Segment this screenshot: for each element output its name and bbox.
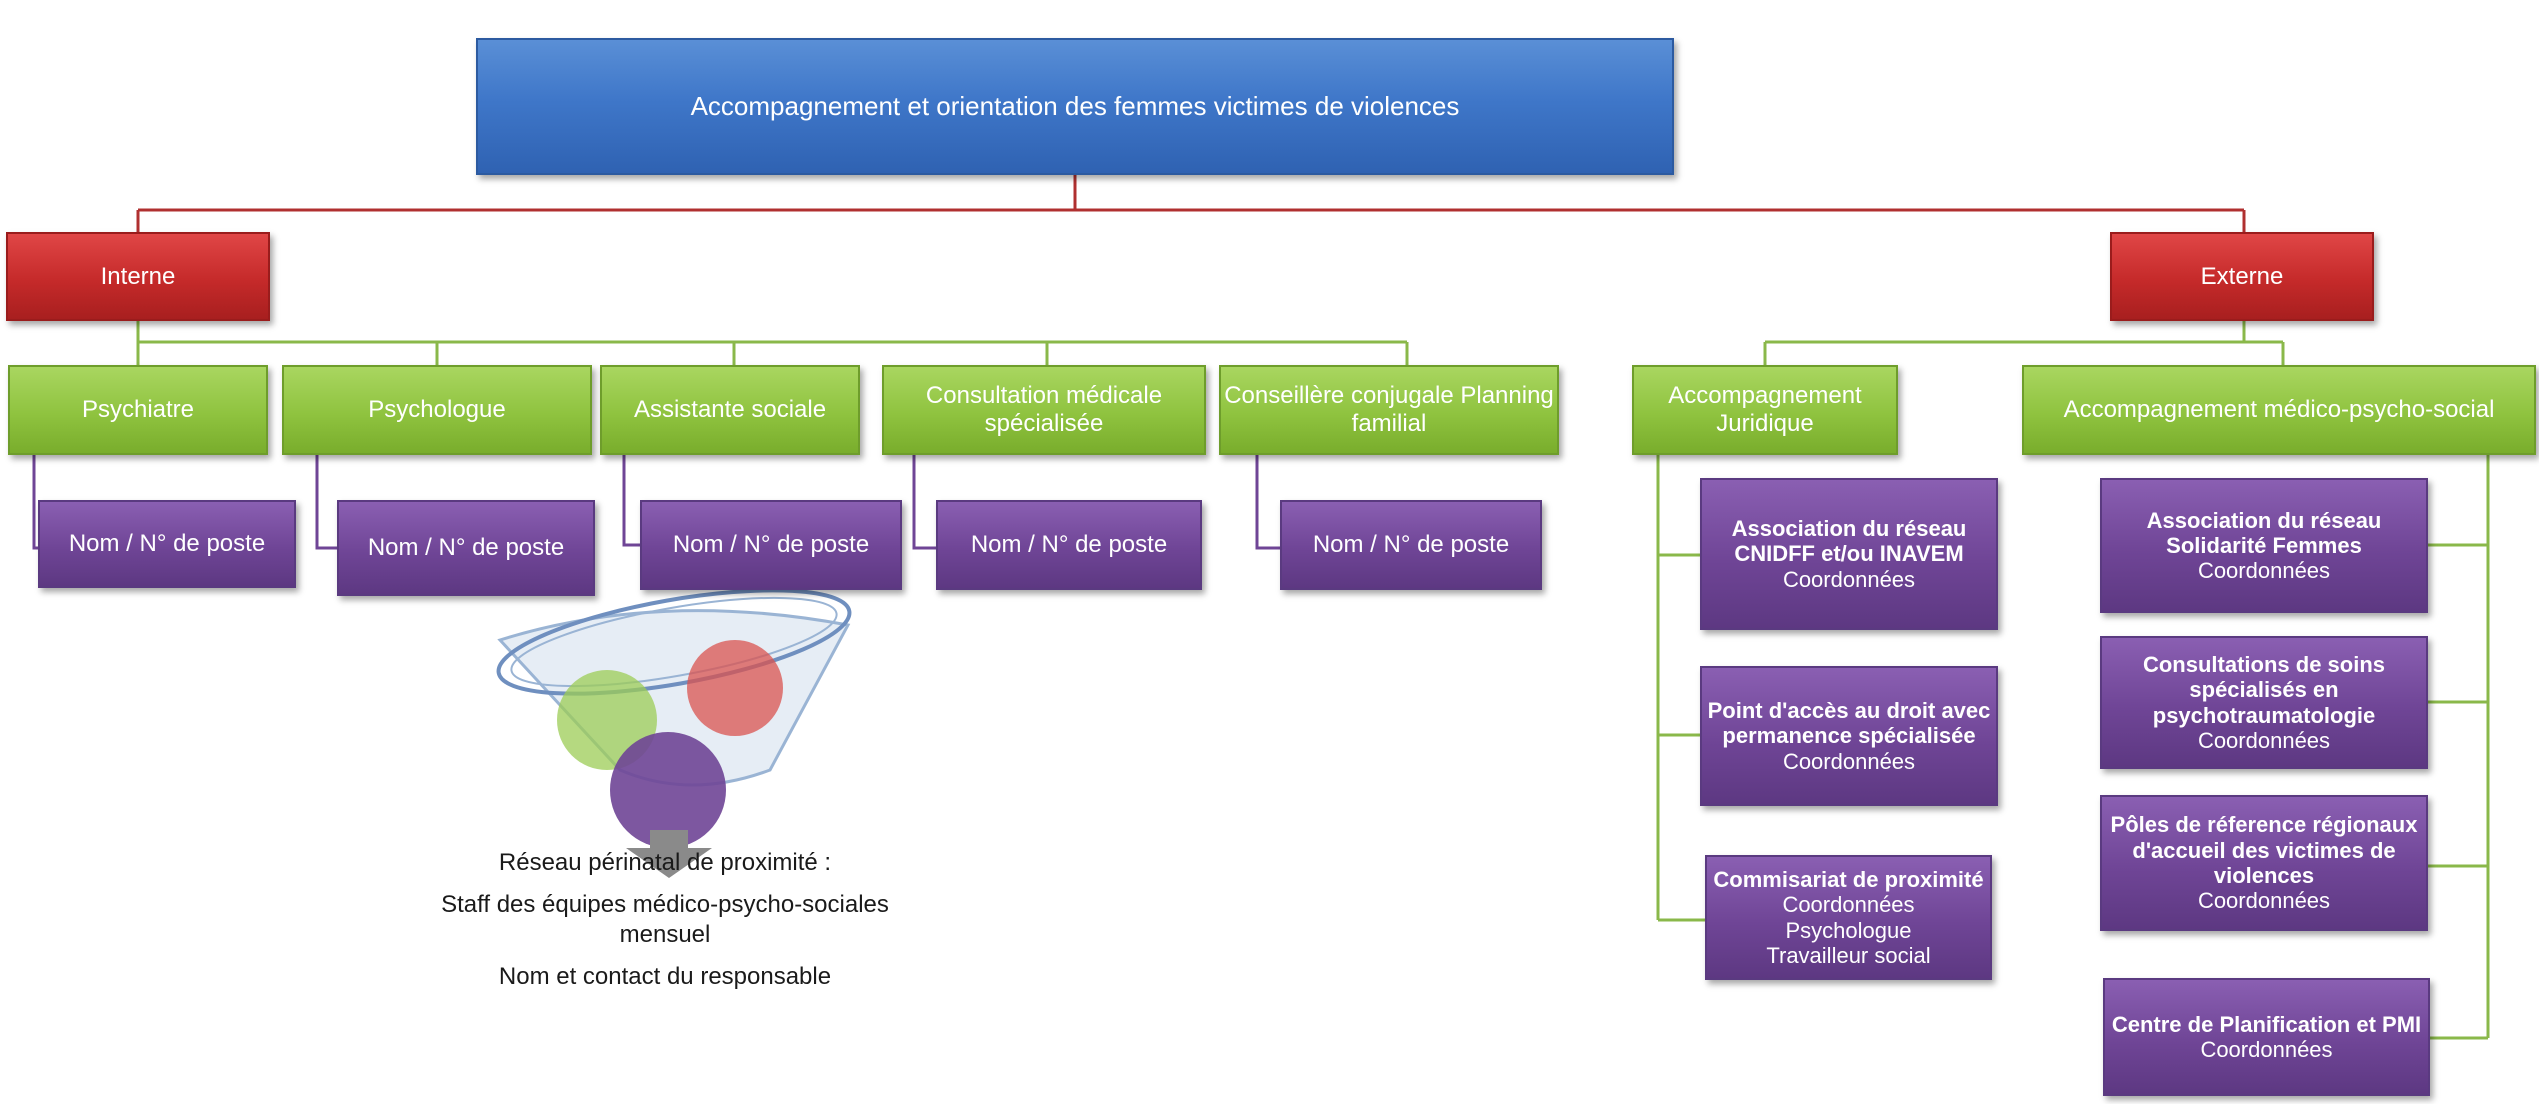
org-detail: Coordonnées	[2200, 1037, 2333, 1062]
role-label: Psychologue	[368, 396, 506, 424]
role-label: Assistante sociale	[633, 396, 827, 424]
org-name: Association du réseau CNIDFF et/ou INAVE…	[1731, 516, 1967, 567]
org-point-acces-droit: Point d'accès au droit avec permanence s…	[1700, 666, 1998, 806]
org-name: Association du réseau Solidarité Femmes	[2146, 507, 2382, 558]
branch-internal-label: Interne	[100, 262, 176, 290]
org-detail: Coordonnées	[2197, 888, 2331, 914]
group-label: Accompagnement Juridique	[1668, 382, 1862, 437]
org-detail: Coordonnées	[2197, 558, 2331, 584]
group-label: Accompagnement médico-psycho-social	[2063, 396, 2495, 424]
org-name: Commisariat de proximité	[1713, 866, 1984, 892]
org-psychotraumatologie: Consultations de soins spécialisés en ps…	[2100, 636, 2428, 769]
funnel-illustration	[496, 588, 852, 878]
network-note-contact: Nom et contact du responsable	[498, 963, 832, 990]
org-detail: Coordonnées	[1782, 566, 1916, 592]
contact-label: Nom / N° de poste	[672, 531, 870, 559]
role-psychologue: Psychologue	[282, 365, 592, 455]
title-text: Accompagnement et orientation des femmes…	[690, 90, 1460, 121]
branch-external: Externe	[2110, 232, 2374, 321]
group-medico-psycho-social: Accompagnement médico-psycho-social	[2022, 365, 2536, 455]
role-label: Psychiatre	[81, 396, 195, 424]
contact-label: Nom / N° de poste	[970, 531, 1168, 559]
contact-consultation: Nom / N° de poste	[936, 500, 1202, 590]
network-note-staff: Staff des équipes médico-psycho-sociales…	[441, 891, 889, 948]
org-detail: Travailleur social	[1766, 942, 1931, 968]
org-detail: Coordonnées	[1782, 892, 1915, 918]
contact-assistante-sociale: Nom / N° de poste	[640, 500, 902, 590]
contact-label: Nom / N° de poste	[68, 530, 266, 558]
org-name: Consultations de soins spécialisés en ps…	[2142, 651, 2386, 728]
contact-label: Nom / N° de poste	[367, 534, 565, 562]
contact-psychologue: Nom / N° de poste	[337, 500, 595, 596]
org-name: Centre de Planification et PMI	[2111, 1011, 2422, 1037]
org-centre-planification: Centre de Planification et PMI Coordonné…	[2103, 978, 2430, 1096]
org-detail: Coordonnées	[2197, 727, 2331, 753]
org-commisariat: Commisariat de proximité Coordonnées Psy…	[1705, 855, 1992, 980]
network-note-title: Réseau périnatal de proximité :	[498, 849, 832, 876]
contact-conseillere: Nom / N° de poste	[1280, 500, 1542, 590]
branch-internal: Interne	[6, 232, 270, 321]
org-poles-reference: Pôles de réference régionaux d'accueil d…	[2100, 795, 2428, 931]
contact-psychiatre: Nom / N° de poste	[38, 500, 296, 588]
contact-label: Nom / N° de poste	[1312, 531, 1510, 559]
role-assistante-sociale: Assistante sociale	[600, 365, 860, 455]
role-label: Consultation médicale spécialisée	[925, 382, 1163, 437]
org-name: Pôles de réference régionaux d'accueil d…	[2110, 812, 2418, 888]
branch-external-label: Externe	[2200, 262, 2284, 290]
org-cnidff: Association du réseau CNIDFF et/ou INAVE…	[1700, 478, 1998, 630]
group-juridique: Accompagnement Juridique	[1632, 365, 1898, 455]
role-label: Conseillère conjugale Planning familial	[1224, 382, 1554, 437]
org-detail: Coordonnées	[1782, 748, 1916, 774]
role-psychiatre: Psychiatre	[8, 365, 268, 455]
org-name: Point d'accès au droit avec permanence s…	[1707, 698, 1991, 749]
org-solidarite-femmes: Association du réseau Solidarité Femmes …	[2100, 478, 2428, 613]
diagram-title: Accompagnement et orientation des femmes…	[476, 38, 1674, 175]
org-detail: Psychologue	[1785, 917, 1912, 943]
role-consultation-medicale: Consultation médicale spécialisée	[882, 365, 1206, 455]
network-note: Réseau périnatal de proximité : Staff de…	[420, 848, 910, 992]
role-conseillere-conjugale: Conseillère conjugale Planning familial	[1219, 365, 1559, 455]
